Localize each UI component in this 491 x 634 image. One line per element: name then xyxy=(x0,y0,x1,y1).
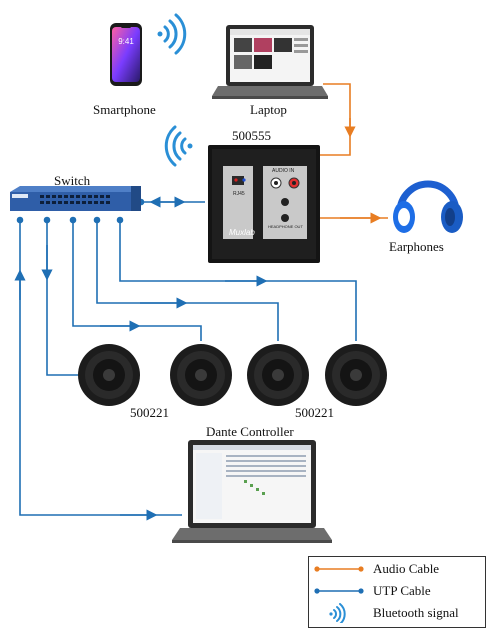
speaker-3 xyxy=(247,344,309,406)
speaker-group-label-right: 500221 xyxy=(295,405,334,420)
legend-label: Audio Cable xyxy=(373,561,440,576)
smartphone-device: 9:41 xyxy=(110,23,142,86)
legend-item-bluetooth-signal: Bluetooth signal xyxy=(309,603,485,623)
utp-cable-to-controller xyxy=(14,216,182,521)
utp-cable-switch-to-wallplate xyxy=(137,196,205,208)
audio-cable-swatch xyxy=(314,566,364,572)
bluetooth-signal-icon xyxy=(329,603,346,623)
legend-label: UTP Cable xyxy=(373,583,431,598)
legend-label: Bluetooth signal xyxy=(373,605,459,620)
bluetooth-signal-icon xyxy=(157,13,187,55)
legend-item-audio-cable: Audio Cable xyxy=(309,559,485,579)
laptop-device xyxy=(212,25,328,99)
wallplate-headphone-out-label: HEADPHONE OUT xyxy=(268,224,303,229)
utp-cable-swatch xyxy=(314,588,364,594)
earphones-device xyxy=(393,180,463,233)
wallplate-audio-in-label: AUDIO IN xyxy=(272,168,295,174)
network-switch-device xyxy=(10,186,141,211)
utp-cable-to-speaker-3 xyxy=(93,216,279,341)
utp-cable-to-speaker-4 xyxy=(116,216,357,341)
speaker-2 xyxy=(170,344,232,406)
speaker-group-label-left: 500221 xyxy=(130,405,169,420)
wallplate-port-label: RJ45 xyxy=(233,191,245,197)
audio-cable-laptop-to-wallplate xyxy=(320,83,356,156)
utp-cable-to-speaker-2 xyxy=(69,216,202,341)
speaker-4 xyxy=(325,344,387,406)
earphones-label: Earphones xyxy=(389,239,444,254)
switch-label: Switch xyxy=(54,173,91,188)
bluetooth-signal-icon xyxy=(164,125,193,167)
wallplate-label: 500555 xyxy=(232,128,271,143)
utp-cable-to-speaker-1 xyxy=(41,216,78,376)
smartphone-label: Smartphone xyxy=(93,102,156,117)
wallplate-device xyxy=(208,145,320,263)
legend: Audio Cable UTP Cable Bluetooth signal xyxy=(308,556,486,628)
controller-laptop-device xyxy=(172,440,332,543)
legend-item-utp-cable: UTP Cable xyxy=(309,581,485,601)
svg-text:9:41: 9:41 xyxy=(118,37,134,46)
wallplate-brand-label: Muxlab xyxy=(229,228,255,237)
laptop-label: Laptop xyxy=(250,102,287,117)
controller-label: Dante Controller xyxy=(206,424,294,439)
speaker-1 xyxy=(78,344,140,406)
